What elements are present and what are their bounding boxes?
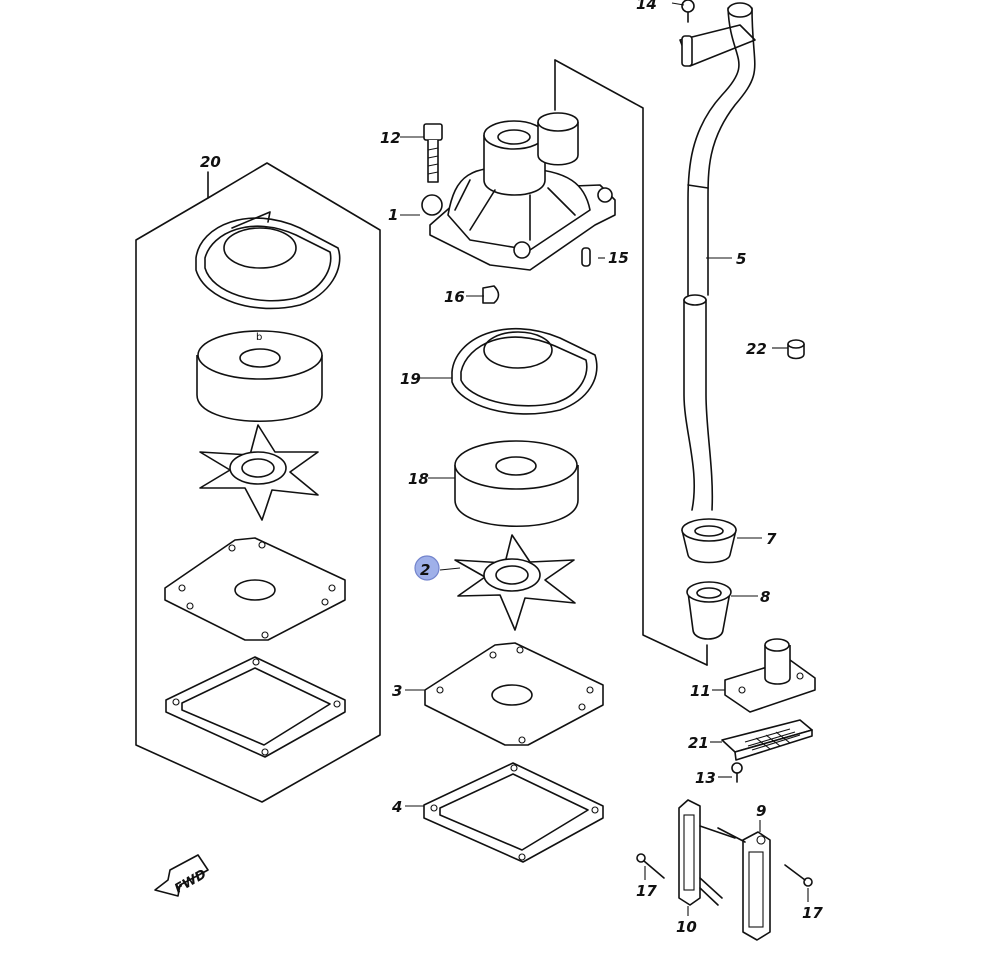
- label-part-9[interactable]: 9: [756, 802, 766, 820]
- impeller-2: [454, 534, 576, 631]
- label-part-16[interactable]: 16: [444, 288, 465, 306]
- pump-case: [421, 120, 616, 271]
- svg-text:b: b: [256, 332, 262, 343]
- label-part-1[interactable]: 1: [388, 206, 398, 224]
- cap-22: [787, 339, 805, 360]
- label-part-3[interactable]: 3: [392, 682, 402, 700]
- kit-wear-plate: [164, 537, 346, 641]
- part-labels: 1 2 3 4 5 7 8 9 10 11 12 13 14 15 16 17 …: [200, 0, 823, 936]
- kit-outline: [135, 162, 381, 803]
- kit-seal-ring: [195, 211, 341, 310]
- label-part-22[interactable]: 22: [746, 340, 767, 358]
- label-part-18[interactable]: 18: [408, 470, 429, 488]
- label-part-2[interactable]: 2: [420, 561, 430, 579]
- label-part-8[interactable]: 8: [760, 588, 770, 606]
- liner-18: [454, 440, 579, 528]
- screen-21: [721, 719, 813, 761]
- seal-ring-19: [451, 328, 598, 415]
- label-part-15[interactable]: 15: [608, 249, 629, 267]
- label-part-10[interactable]: 10: [676, 918, 697, 936]
- kit-rubber-liner: b: [196, 330, 323, 423]
- screw-17-right: [784, 864, 813, 887]
- highlight-marker[interactable]: [414, 555, 440, 581]
- label-part-19[interactable]: 19: [400, 370, 421, 388]
- bracket-9: [717, 827, 771, 941]
- forward-direction-badge: FWD: [154, 854, 209, 897]
- case-bracket-line: [554, 59, 708, 666]
- label-part-4[interactable]: 4: [391, 798, 402, 816]
- water-tube-5: [683, 2, 756, 511]
- gasket-4: [423, 762, 604, 863]
- bolt-12: [423, 123, 443, 183]
- pin-15: [581, 247, 591, 267]
- plate-11: [724, 638, 816, 713]
- label-part-14[interactable]: 14: [636, 0, 657, 13]
- screw-14: [679, 0, 756, 67]
- key-16: [482, 285, 500, 304]
- label-part-11[interactable]: 11: [690, 682, 711, 700]
- screw-17-left: [636, 853, 665, 879]
- screw-13: [731, 762, 743, 783]
- label-part-13[interactable]: 13: [695, 769, 716, 787]
- label-part-17-left[interactable]: 17: [636, 882, 657, 900]
- label-part-21[interactable]: 21: [688, 734, 709, 752]
- kit-impeller: [199, 424, 319, 521]
- grommet-8: [686, 581, 732, 640]
- kit-gasket: [165, 656, 346, 758]
- bracket-10: [678, 799, 736, 906]
- label-part-5[interactable]: 5: [736, 250, 746, 268]
- label-part-20[interactable]: 20: [200, 153, 221, 171]
- wear-plate-3: [424, 642, 604, 746]
- pump-sleeve: [537, 112, 579, 166]
- label-part-7[interactable]: 7: [766, 530, 777, 548]
- leader-lines: [400, 2, 809, 916]
- label-part-17-right[interactable]: 17: [802, 904, 823, 922]
- grommet-7: [681, 518, 737, 564]
- label-part-12[interactable]: 12: [380, 129, 401, 147]
